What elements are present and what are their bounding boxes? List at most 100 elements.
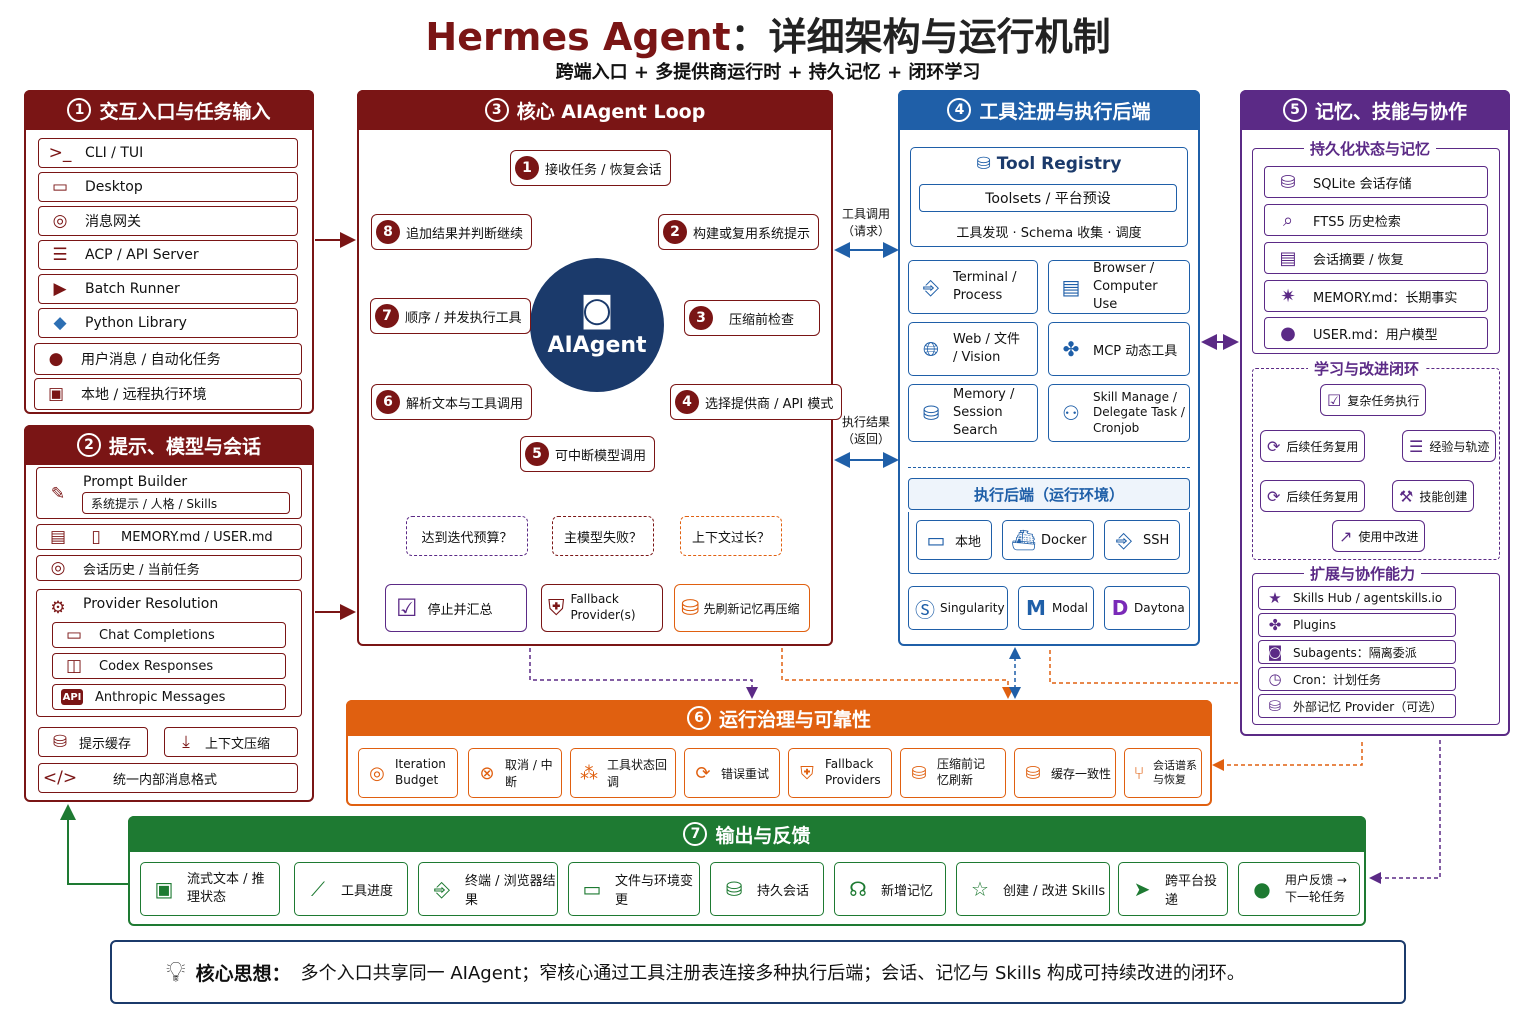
ext-memory-provider[interactable]: ⛁外部记忆 Provider（可选）	[1258, 694, 1456, 718]
tool-memory-session[interactable]: ⛁Memory / Session Search	[908, 384, 1038, 442]
gov-tool-callback[interactable]: ⁂工具状态回调	[570, 748, 676, 798]
input-api[interactable]: ☰ACP / API Server	[38, 240, 298, 270]
tool-terminal[interactable]: ⎆Terminal / Process	[908, 260, 1038, 314]
step-number: 8	[376, 220, 400, 244]
outcome-fallback[interactable]: ⛨Fallback Provider(s)	[541, 584, 663, 632]
memory-icon: ✷	[1280, 285, 1296, 307]
learn-reuse-bottom[interactable]: ⟳后续任务复用	[1260, 480, 1366, 512]
input-label: Desktop	[85, 179, 143, 195]
input-exec-env[interactable]: ▣本地 / 远程执行环境	[34, 378, 302, 410]
ext-subagents[interactable]: ◙Subagents：隔离委派	[1258, 640, 1456, 664]
toolsets-box[interactable]: Toolsets / 平台预设	[919, 184, 1177, 212]
ext-plugins[interactable]: ✤Plugins	[1258, 613, 1456, 637]
gov-retry[interactable]: ⟳错误重试	[684, 748, 780, 798]
persist-summary[interactable]: ▤会话摘要 / 恢复	[1264, 242, 1488, 274]
compress-label: 上下文压缩	[205, 736, 271, 752]
learn-reuse-top[interactable]: ⟳后续任务复用	[1260, 430, 1366, 462]
ext-cron[interactable]: ◷Cron：计划任务	[1258, 667, 1456, 691]
outcome-flush-memory[interactable]: ⛁先刷新记忆再压缩	[674, 584, 810, 632]
out-user-feedback[interactable]: ●用户反馈 → 下一轮任务	[1238, 862, 1360, 916]
persist-fts5[interactable]: ⌕FTS5 历史检索	[1264, 204, 1488, 236]
tool-mcp[interactable]: ✤MCP 动态工具	[1048, 322, 1190, 376]
persist-memory-md[interactable]: ✷MEMORY.md：长期事实	[1264, 280, 1488, 312]
panel-number: 6	[686, 706, 711, 730]
message-format[interactable]: </>统一内部消息格式	[38, 763, 298, 793]
provider-chat-completions[interactable]: ▭Chat Completions	[52, 622, 286, 648]
provider-option: Codex Responses	[99, 658, 214, 674]
learn-improve[interactable]: ↗使用中改进	[1332, 520, 1426, 552]
gov-memory-flush[interactable]: ⛁压缩前记忆刷新	[900, 748, 1006, 798]
server-icon: ☰	[52, 245, 68, 265]
input-label: Python Library	[85, 315, 187, 331]
singularity-icon: Ⓢ	[915, 597, 935, 622]
backend-local[interactable]: ▭本地	[916, 520, 992, 560]
ext-skills-hub[interactable]: ★Skills Hub / agentskills.io	[1258, 586, 1456, 610]
input-user-message[interactable]: ●用户消息 / 自动化任务	[34, 343, 302, 375]
input-cli[interactable]: >_CLI / TUI	[38, 138, 298, 168]
learn-experience[interactable]: ☰经验与轨迹	[1402, 430, 1497, 462]
out-stream[interactable]: ▣流式文本 / 推理状态	[140, 862, 280, 916]
gov-session-lineage[interactable]: ⑂会话谱系与恢复	[1124, 748, 1202, 798]
tool-web-file-vision[interactable]: 🌐︎Web / 文件 / Vision	[908, 322, 1038, 376]
tool-registry: ⛁ Tool Registry Toolsets / 平台预设 工具发现 · S…	[910, 147, 1188, 247]
input-desktop[interactable]: ▭ Desktop	[38, 172, 298, 202]
backend-docker[interactable]: ⛴Docker	[1002, 520, 1094, 560]
out-new-memory[interactable]: ☊新增记忆	[834, 862, 946, 916]
input-batch[interactable]: ▶Batch Runner	[38, 274, 298, 304]
history-label: 会话历史 / 当前任务	[83, 562, 200, 578]
gov-iteration-budget[interactable]: ◎Iteration Budget	[358, 748, 458, 798]
gov-cancel[interactable]: ⊗取消 / 中断	[468, 748, 562, 798]
out-file-env[interactable]: ▭文件与环境变更	[568, 862, 700, 916]
tool-browser[interactable]: ▤Browser / Computer Use	[1048, 260, 1190, 314]
persist-sqlite[interactable]: ⛁SQLite 会话存储	[1264, 166, 1488, 198]
aiagent-core[interactable]: ◙ AIAgent	[530, 258, 664, 392]
panel-title: 输出与反馈	[715, 824, 811, 847]
persist-user-md[interactable]: ●USER.md：用户模型	[1264, 317, 1488, 349]
question-iteration-budget: 达到迭代预算？	[406, 516, 528, 556]
step-label: 可中断模型调用	[555, 448, 647, 464]
database-icon: ⛁	[1280, 171, 1296, 193]
search-doc-icon: ⌕	[1282, 209, 1294, 231]
input-python[interactable]: ◆Python Library	[38, 308, 298, 338]
prompt-cache[interactable]: ⛁提示缓存	[38, 727, 148, 757]
out-tool-progress[interactable]: ⟋工具进度	[294, 862, 408, 916]
outcome-stop-summarize[interactable]: ☑停止并汇总	[385, 584, 527, 632]
backend-ssh[interactable]: ⎆SSH	[1104, 520, 1180, 560]
globe-icon: 🌐︎	[923, 337, 939, 361]
input-gateway[interactable]: ◎消息网关	[38, 206, 298, 236]
out-skills[interactable]: ☆创建 / 改进 Skills	[956, 862, 1110, 916]
memory-files[interactable]: ▤▯MEMORY.md / USER.md	[36, 524, 302, 550]
out-terminal-browser[interactable]: ⎆终端 / 浏览器结果	[418, 862, 558, 916]
clock-icon: ◷	[1268, 670, 1282, 688]
tool-skill-manage[interactable]: ⚇Skill Manage / Delegate Task / Cronjob	[1048, 384, 1190, 442]
panel-title: 工具注册与执行后端	[979, 100, 1151, 123]
session-history[interactable]: ◎ 会话历史 / 当前任务	[36, 555, 302, 581]
gov-fallback[interactable]: ⛨Fallback Providers	[788, 748, 892, 798]
out-delivery[interactable]: ➤跨平台投递	[1118, 862, 1228, 916]
out-persist-session[interactable]: ⛁持久会话	[710, 862, 824, 916]
context-compress[interactable]: ⤓上下文压缩	[164, 727, 298, 757]
prompt-sub-label: 系统提示 / 人格 / Skills	[91, 496, 218, 511]
chat-icon: ◎	[50, 558, 66, 578]
provider-codex-responses[interactable]: ◫Codex Responses	[52, 653, 286, 679]
learn-label: 技能创建	[1419, 489, 1468, 504]
backend-label: Docker	[1041, 532, 1087, 548]
learn-complex-task[interactable]: ☑复杂任务执行	[1320, 384, 1427, 416]
gov-cache[interactable]: ⛁缓存一致性	[1014, 748, 1116, 798]
pencil-icon: ✎	[50, 484, 66, 504]
monitor-icon: ▭	[51, 177, 69, 197]
learn-skill-create[interactable]: ⚒技能创建	[1392, 480, 1475, 512]
